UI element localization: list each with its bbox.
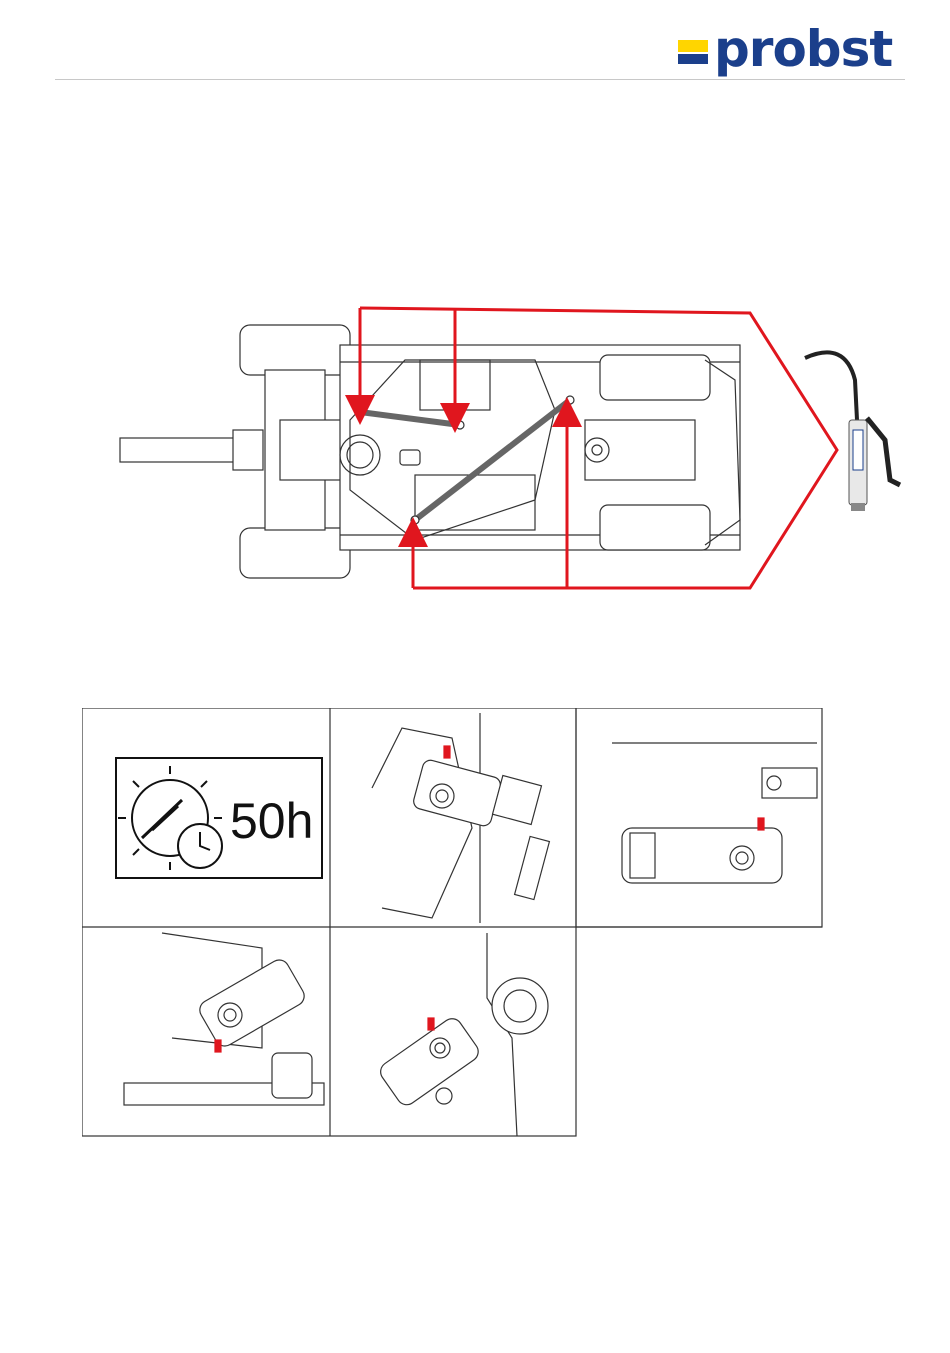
grease-gun-icon [805, 352, 900, 511]
grease-nipple-detail-2 [612, 743, 817, 883]
machine-top-view-drawing [115, 300, 915, 600]
interval-panel: 50h [116, 758, 322, 878]
grease-nipple-detail-1 [372, 713, 549, 923]
header-divider [55, 79, 905, 80]
logo-mark-icon [678, 40, 708, 64]
tow-bar [120, 438, 235, 462]
wheel-rear-left [600, 355, 710, 400]
logo-wordmark: probst [714, 20, 892, 78]
wheel-front-right [240, 528, 350, 578]
grease-nipple-detail-3 [124, 933, 324, 1105]
grease-nipple-detail-4 [377, 933, 548, 1136]
grease-point-detail-grid: 50h [82, 708, 824, 1138]
wheel-front-left [240, 325, 350, 375]
wheel-rear-right [600, 505, 710, 550]
probst-logo: probst [676, 26, 898, 78]
interval-label: 50h [230, 793, 313, 849]
